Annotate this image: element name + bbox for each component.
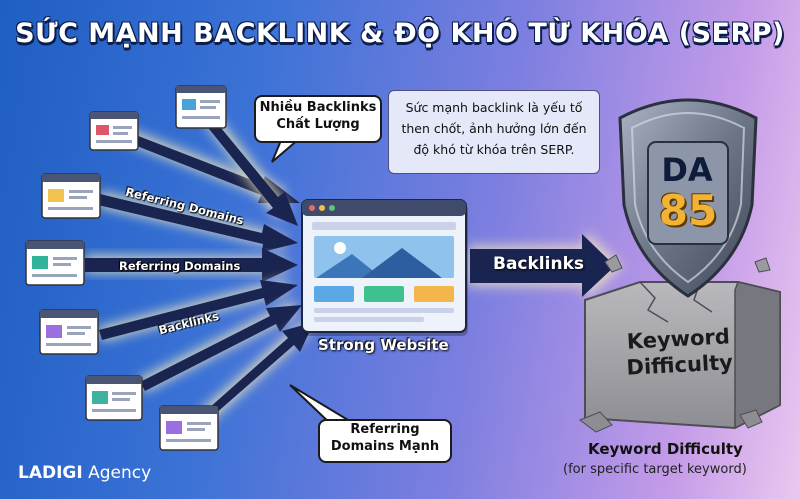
arrow-label-backlinks-main: Backlinks — [493, 254, 584, 274]
source-site-2 — [175, 85, 227, 129]
callout-strong-domains: Referring Domains Mạnh — [318, 419, 452, 463]
source-site-5 — [39, 309, 99, 355]
strong-website-window — [301, 199, 468, 336]
brand-name: LADIGI — [18, 463, 83, 483]
info-line3: độ khó từ khóa trên SERP. — [413, 142, 575, 157]
info-box: Sức mạnh backlink là yếu tố then chốt, ả… — [388, 90, 600, 174]
source-site-7 — [159, 405, 219, 451]
arrow-4 — [85, 248, 298, 282]
arrow-2 — [205, 115, 298, 226]
source-site-6 — [85, 375, 143, 421]
shield-metric-value: 85 — [658, 186, 718, 235]
result-label: Keyword Difficulty — [588, 440, 743, 458]
arrow-5 — [98, 280, 298, 341]
info-line1: Sức mạnh backlink là yếu tố — [405, 100, 583, 115]
source-site-3 — [41, 173, 101, 219]
callout-strong-line1: Referring — [350, 422, 420, 437]
info-line2: then chốt, ảnh hưởng lớn đến — [401, 121, 587, 136]
strong-website-label: Strong Website — [318, 336, 449, 354]
arrow-3 — [98, 192, 298, 252]
shield-metric-label: DA — [661, 151, 713, 189]
arrow-6 — [138, 302, 302, 392]
stone-label: Keyword Difficulty — [589, 321, 769, 382]
source-site-1 — [89, 111, 139, 151]
source-site-4 — [25, 240, 85, 286]
callout-quality-line1: Nhiều Backlinks — [259, 100, 377, 115]
result-sublabel: (for specific target keyword) — [563, 462, 747, 477]
backlinks-main-arrow — [468, 231, 622, 300]
incoming-arrows — [85, 115, 314, 424]
arrow-label-referring-domains-2: Referring Domains — [119, 259, 241, 273]
callout-strong-line2: Domains Mạnh — [330, 439, 440, 454]
callout-quality-line2: Chất Lượng — [276, 117, 360, 132]
brand-suffix: Agency — [82, 463, 152, 483]
brand-logo: LADIGI Agency — [18, 463, 151, 483]
domain-authority-shield — [618, 98, 758, 298]
callout-quality-backlinks: Nhiều Backlinks Chất Lượng — [254, 95, 382, 143]
page-title: SỨC MẠNH BACKLINK & ĐỘ KHÓ TỪ KHÓA (SERP… — [15, 18, 785, 49]
arrow-7 — [198, 322, 314, 424]
source-sites — [25, 85, 227, 451]
